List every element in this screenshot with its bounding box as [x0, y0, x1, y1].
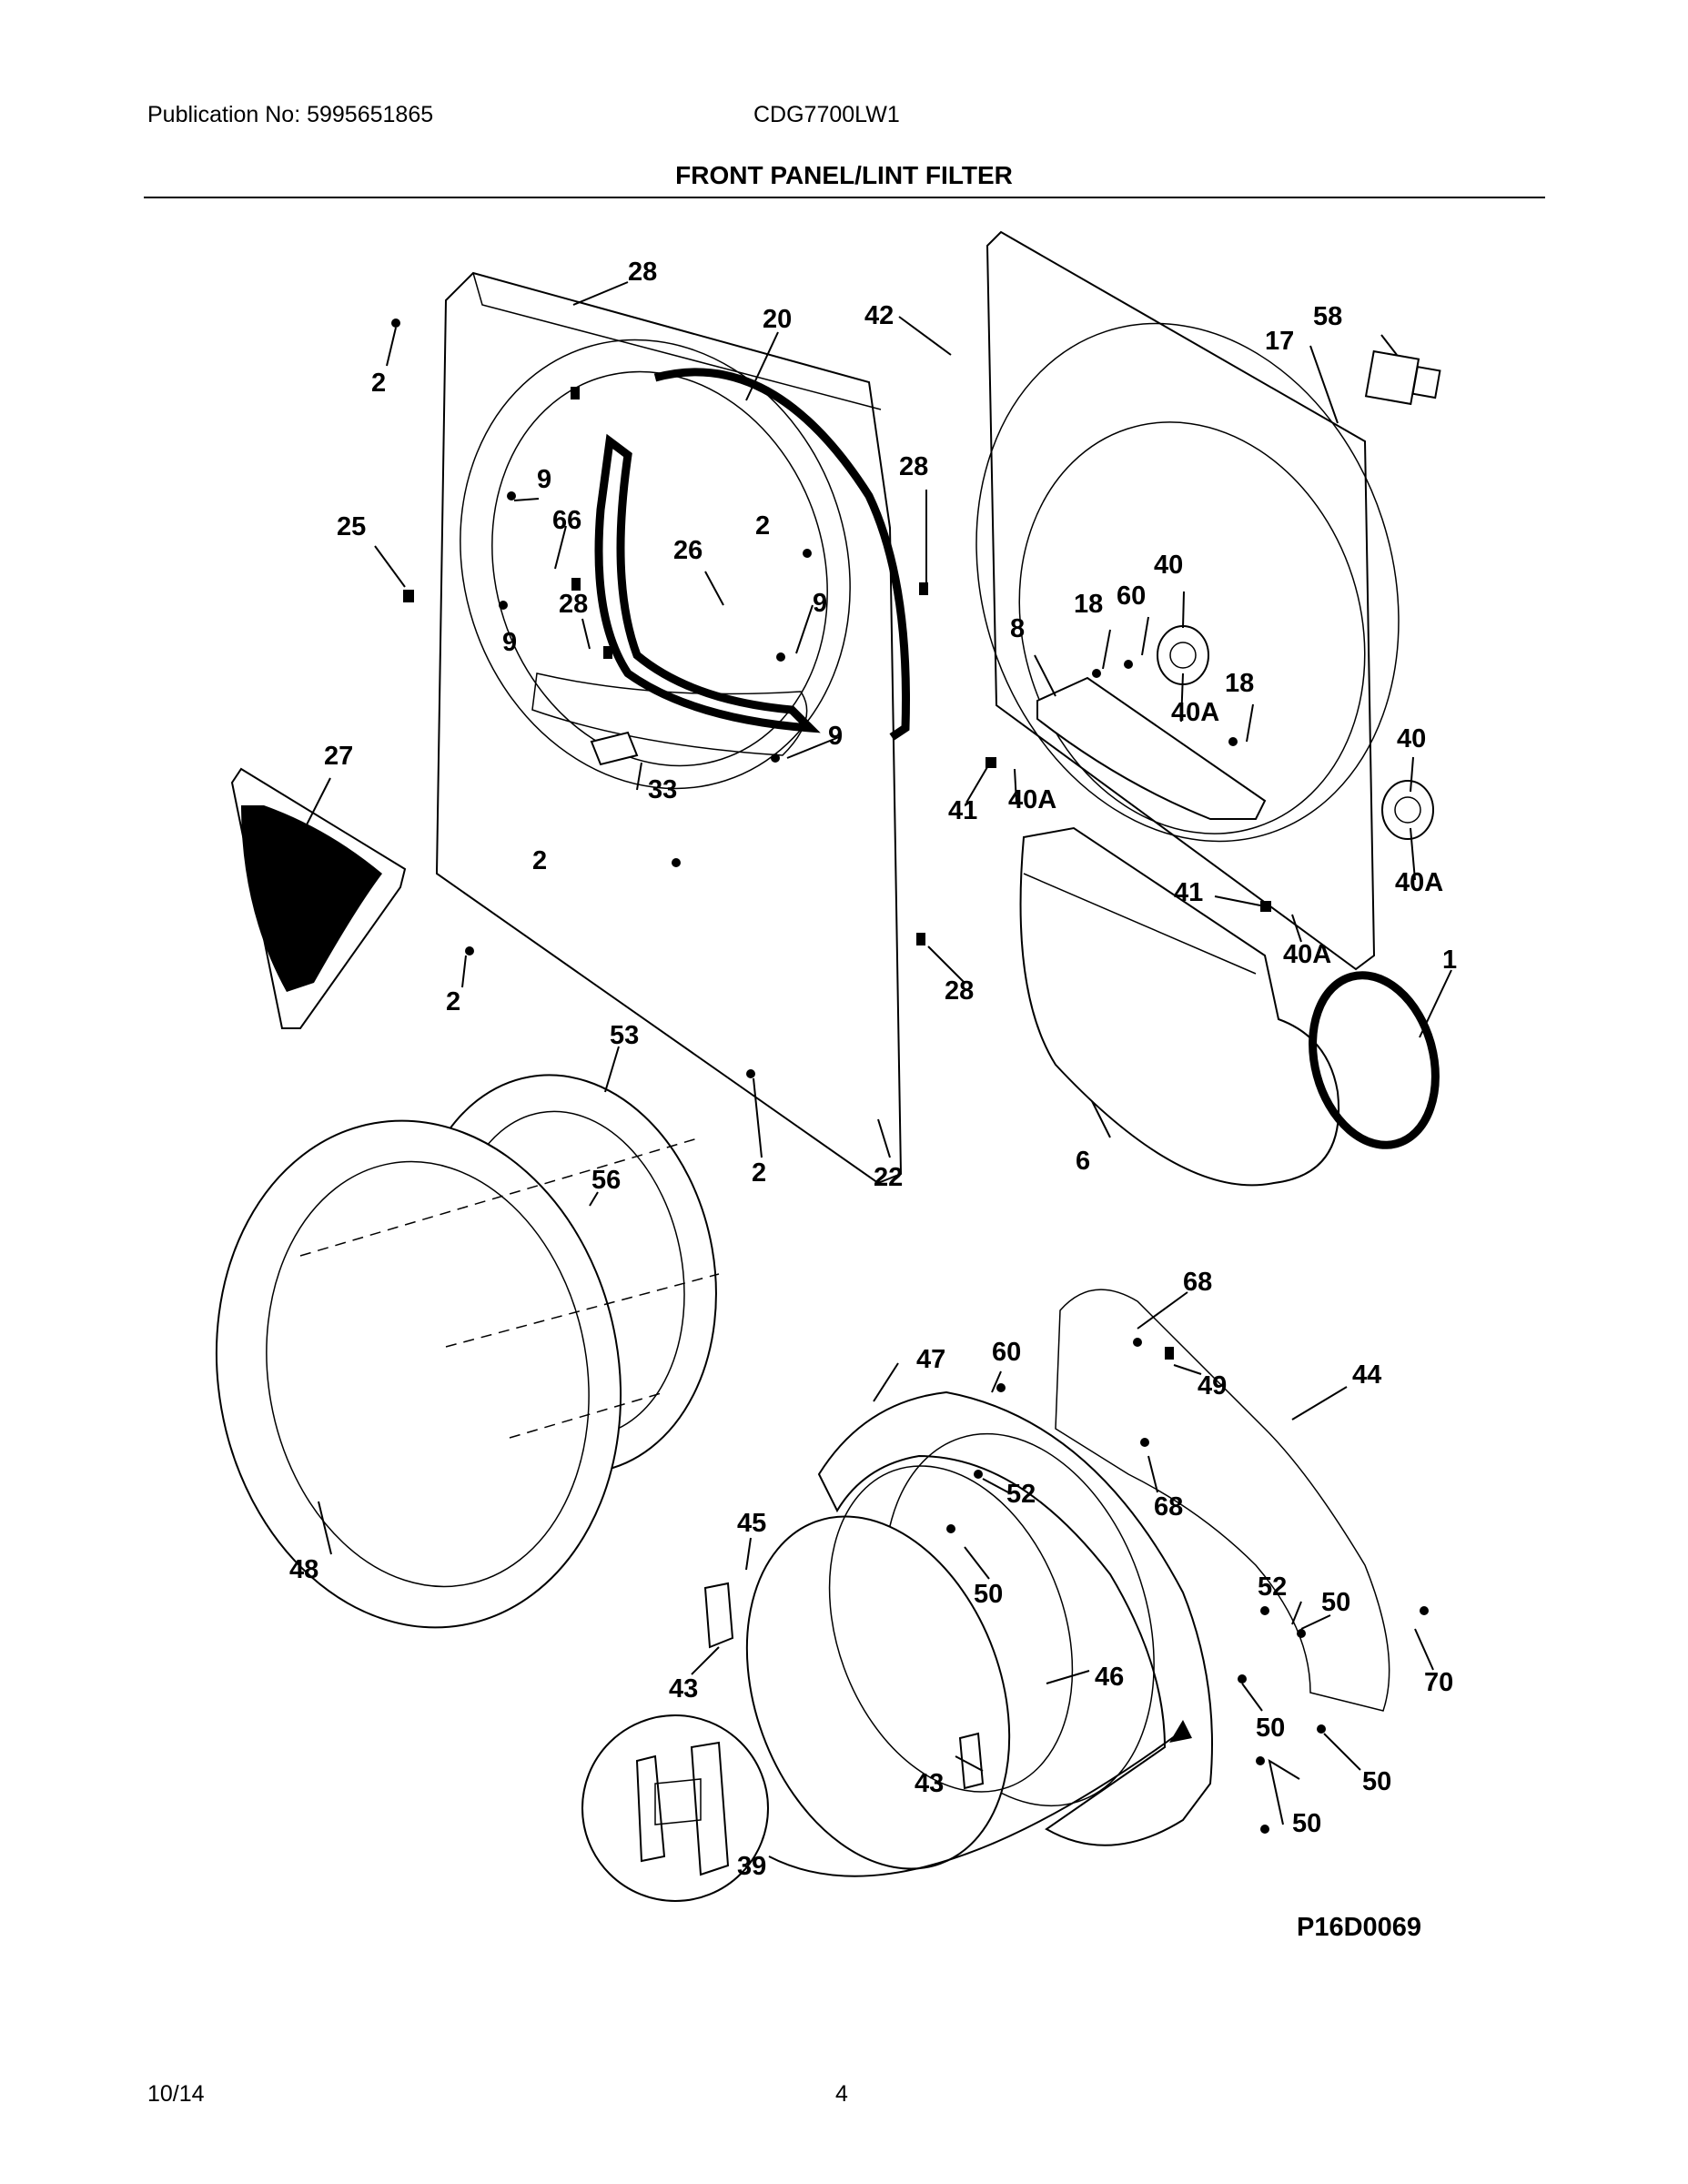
callout-50: 50: [974, 1580, 1003, 1609]
duct-part: [1019, 826, 1440, 1187]
callout-20: 20: [763, 305, 792, 334]
callout-1: 1: [1442, 945, 1457, 975]
callout-39: 39: [737, 1852, 766, 1881]
callout-50: 50: [1321, 1588, 1350, 1617]
callout-52: 52: [1006, 1480, 1036, 1509]
publication-number: Publication No: 5995651865: [147, 102, 434, 127]
front-panel-part: [435, 271, 903, 1185]
callout-40A: 40A: [1283, 940, 1331, 969]
callout-8: 8: [1010, 614, 1025, 643]
diagram-reference: P16D0069: [1297, 1913, 1421, 1942]
lint-filter-part: [230, 767, 407, 1029]
page-title: FRONT PANEL/LINT FILTER: [675, 161, 1013, 189]
callout-18: 18: [1225, 669, 1254, 698]
callout-47: 47: [916, 1345, 945, 1374]
callout-43: 43: [915, 1769, 944, 1798]
callout-52: 52: [1258, 1572, 1287, 1602]
callout-17: 17: [1265, 327, 1294, 356]
callout-6: 6: [1076, 1147, 1090, 1176]
callout-40A: 40A: [1171, 698, 1219, 727]
screws: [391, 318, 1429, 1834]
callout-28: 28: [559, 590, 588, 619]
front-panel-bulkhead-part: [975, 230, 1400, 971]
callout-43: 43: [669, 1674, 698, 1704]
callout-60: 60: [1117, 581, 1146, 611]
callout-9: 9: [828, 722, 843, 751]
callout-40A: 40A: [1395, 868, 1443, 897]
title-rule: [144, 197, 1545, 198]
callout-9: 9: [813, 589, 827, 618]
callout-49: 49: [1198, 1371, 1227, 1400]
callout-2: 2: [371, 369, 386, 398]
sensor-bar-part: [1157, 625, 1434, 840]
callout-50: 50: [1256, 1714, 1285, 1743]
hinge-detail-circle: [581, 1714, 769, 1902]
door-outer-ring-part: [215, 1119, 622, 1629]
callout-40: 40: [1154, 551, 1183, 580]
callout-60: 60: [992, 1338, 1021, 1367]
callout-26: 26: [673, 536, 702, 565]
model-number: CDG7700LW1: [753, 102, 900, 127]
callout-46: 46: [1095, 1663, 1124, 1692]
callout-2: 2: [446, 987, 460, 1016]
gasket-part: [1055, 1289, 1390, 1712]
latch-part: [958, 1732, 985, 1790]
callout-42: 42: [864, 301, 894, 330]
callout-40A: 40A: [1008, 785, 1056, 814]
callout-58: 58: [1313, 302, 1342, 331]
callout-68: 68: [1183, 1268, 1212, 1297]
callout-27: 27: [324, 742, 353, 771]
callout-70: 70: [1424, 1668, 1453, 1697]
callout-2: 2: [532, 846, 547, 875]
callout-2: 2: [752, 1158, 766, 1188]
callout-66: 66: [552, 506, 581, 535]
hinge-part: [703, 1582, 734, 1649]
callout-22: 22: [874, 1163, 903, 1192]
page-number: 4: [835, 2081, 848, 2107]
callout-9: 9: [537, 465, 551, 494]
callout-44: 44: [1352, 1360, 1381, 1390]
callout-9: 9: [502, 628, 517, 657]
callout-25: 25: [337, 512, 366, 541]
callout-28: 28: [628, 258, 657, 287]
callout-41: 41: [1174, 878, 1203, 907]
callout-40: 40: [1397, 724, 1426, 753]
callout-56: 56: [591, 1166, 621, 1195]
leader-lines: [295, 281, 1452, 1825]
callout-68: 68: [1154, 1492, 1183, 1522]
callout-41: 41: [948, 796, 977, 825]
callout-50: 50: [1362, 1767, 1391, 1796]
callout-28: 28: [899, 452, 928, 481]
callout-28: 28: [945, 976, 974, 1006]
footer-date: 10/14: [147, 2081, 205, 2107]
callout-48: 48: [289, 1555, 318, 1584]
callout-45: 45: [737, 1509, 766, 1538]
glass-seal-part: [828, 1465, 1074, 1793]
callout-33: 33: [648, 775, 677, 804]
door-glass-part: [745, 1515, 1011, 1870]
callout-50: 50: [1292, 1809, 1321, 1838]
callout-53: 53: [610, 1021, 639, 1050]
callout-2: 2: [755, 511, 770, 541]
door-seal-part: [594, 368, 910, 741]
connector-part: [1364, 349, 1441, 406]
callout-18: 18: [1074, 590, 1103, 619]
